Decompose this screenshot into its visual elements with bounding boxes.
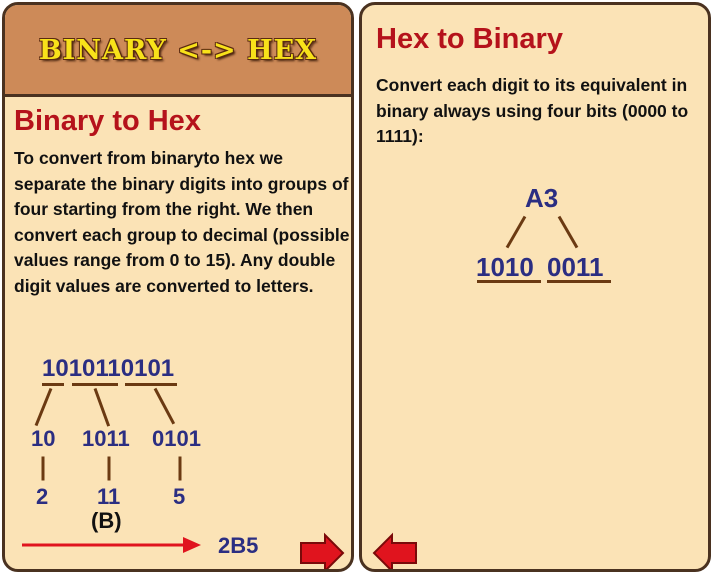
left-arrow-icon[interactable]	[372, 532, 417, 571]
section-title-hex-to-binary: Hex to Binary	[376, 23, 563, 55]
decimal-2: 11	[97, 484, 121, 509]
title-banner: BINARY <-> HEX	[5, 5, 351, 97]
binary-group-1: 1010	[476, 252, 534, 282]
underline-binary-group-2	[547, 280, 611, 283]
hex-to-binary-card: Hex to Binary Convert each digit to its …	[359, 2, 711, 572]
binary-to-hex-description: To convert from binaryto hex we separate…	[14, 148, 350, 296]
binary-group-2: 0011	[547, 252, 604, 282]
hex-number: A3	[525, 183, 559, 213]
hex-letter-label: (B)	[91, 508, 122, 533]
binary-to-hex-card: BINARY <-> HEX Binary to Hex To convert …	[2, 2, 354, 572]
underline-group-3	[125, 383, 177, 386]
group-2-bits: 1011	[82, 426, 130, 451]
underline-group-2	[72, 383, 118, 386]
binary-number: 1010110101	[42, 355, 175, 382]
underline-group-1	[42, 383, 64, 386]
hex-to-binary-description: Convert each digit to its equivalent in …	[376, 75, 689, 147]
banner-title: BINARY <-> HEX	[38, 35, 318, 66]
right-arrow-icon[interactable]	[300, 532, 345, 571]
connector-hex-right	[557, 215, 579, 249]
group-3-bits: 0101	[152, 426, 201, 451]
connector-hex-left	[505, 215, 527, 249]
hex-result: 2B5	[218, 533, 259, 558]
underline-binary-group-1	[477, 280, 541, 283]
decimal-1: 2	[36, 484, 49, 509]
group-1-bits: 10	[31, 426, 56, 451]
result-arrow	[22, 537, 201, 553]
section-title-binary-to-hex: Binary to Hex	[14, 105, 201, 137]
decimal-3: 5	[173, 484, 186, 509]
